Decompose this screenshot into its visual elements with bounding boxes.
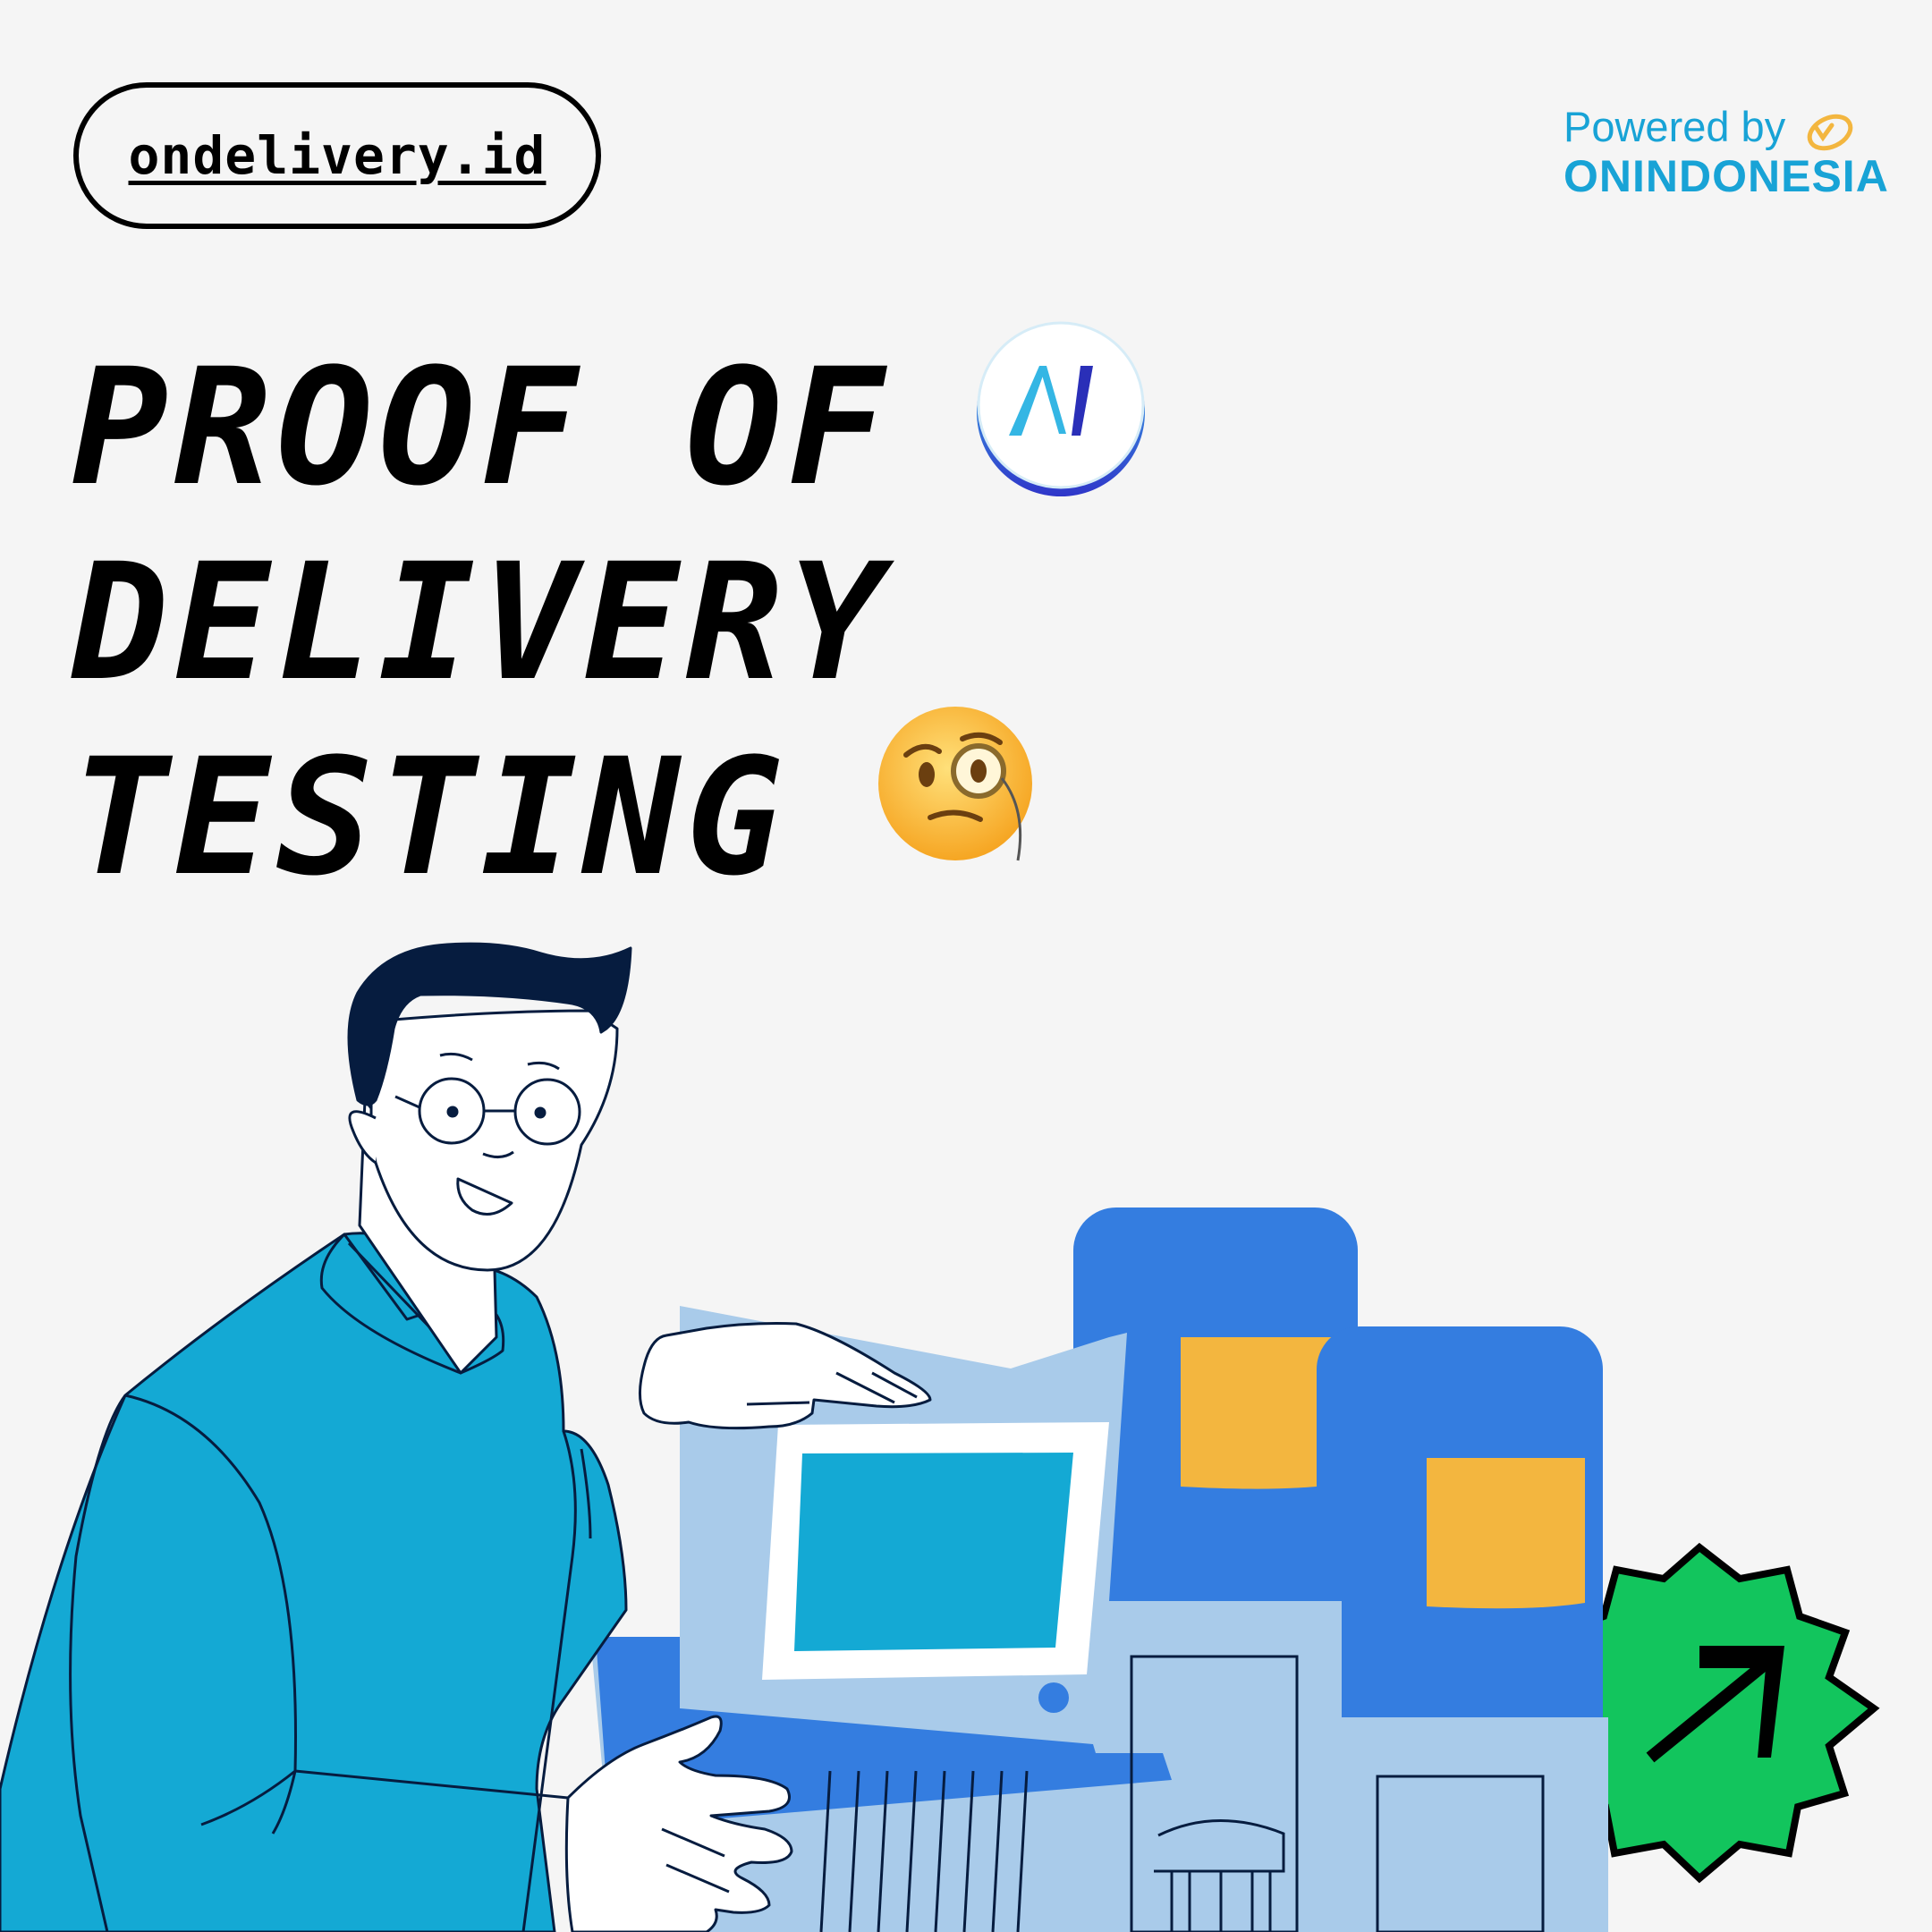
powered-by: Powered by ONINDONESIA — [1563, 103, 1889, 201]
site-link-pill[interactable]: ondelivery.id — [73, 82, 601, 229]
title-line-2: DELIVERY — [72, 530, 890, 716]
delivery-illustration — [0, 942, 1880, 1932]
title-line-1: PROOF OF — [72, 335, 890, 521]
title-line-3: TESTING — [72, 724, 788, 911]
powered-by-brand: ONINDONESIA — [1563, 150, 1889, 201]
delivery-person — [0, 942, 932, 1932]
powered-by-label: Powered by — [1563, 103, 1786, 150]
page-title: PROOF OF DELIVERY TESTING — [72, 331, 890, 916]
sparkle-swirl-icon — [1807, 114, 1853, 151]
parcel-boxes — [1073, 1208, 1603, 1827]
site-link-text[interactable]: ondelivery.id — [128, 125, 547, 186]
powered-by-label-row: Powered by — [1563, 103, 1889, 151]
face-with-monocle-icon — [878, 707, 1032, 861]
ondelivery-logo-icon — [977, 321, 1145, 496]
